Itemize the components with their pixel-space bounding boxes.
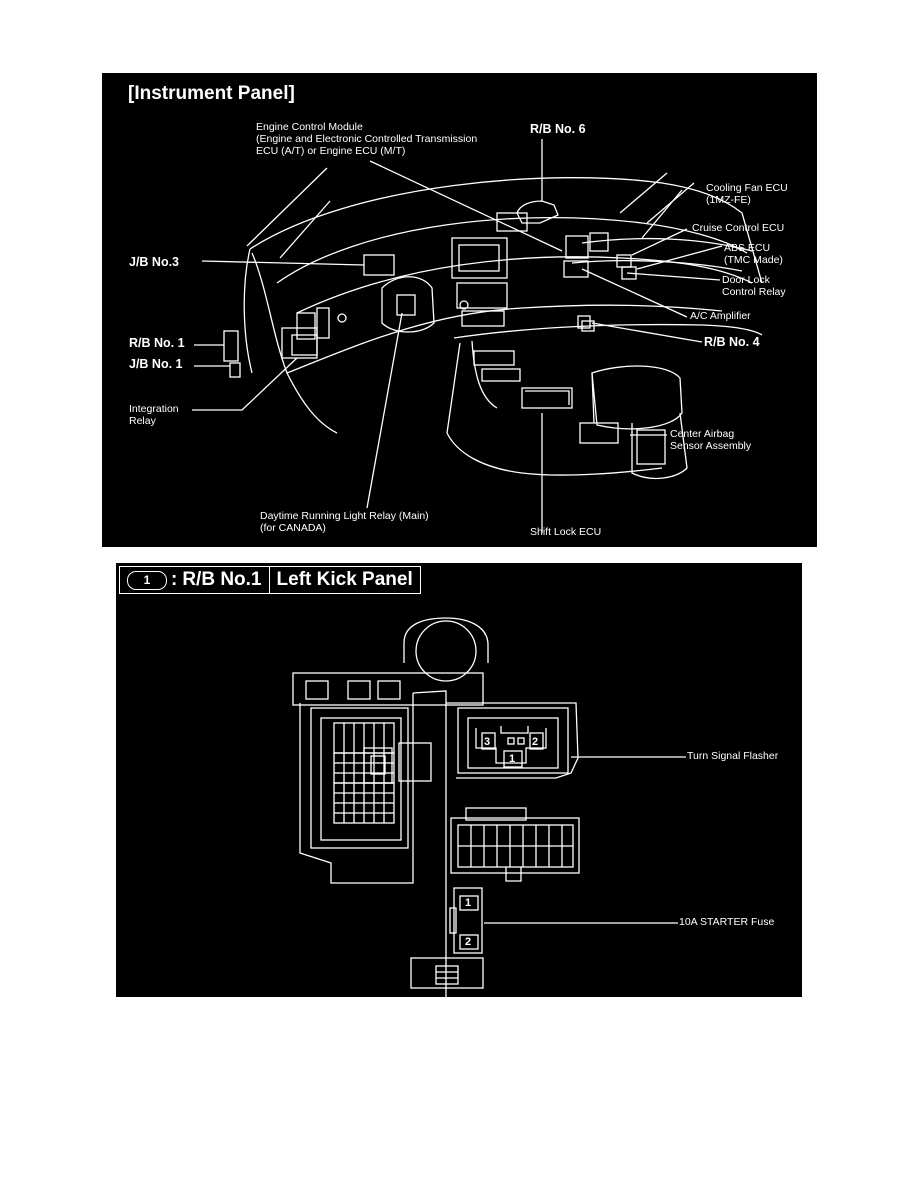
rb-no1-header: 1 : R/B No.1 Left Kick Panel — [119, 566, 421, 594]
header-relay-block-name: R/B No.1 — [182, 569, 262, 590]
label-starter-fuse: 10A STARTER Fuse — [679, 916, 775, 928]
instrument-panel-diagram: [Instrument Panel] Engine Control Module… — [102, 73, 817, 547]
label-jb-no-1: J/B No. 1 — [129, 357, 183, 371]
panel-title: [Instrument Panel] — [128, 83, 295, 104]
header-separator-colon: : — [171, 569, 178, 590]
label-cruise-control-ecu: Cruise Control ECU — [692, 222, 785, 234]
label-door-lock-control-relay: Door Lock Control Relay — [722, 274, 786, 298]
label-rb-no-6: R/B No. 6 — [530, 122, 586, 136]
rb-no1-drawing — [292, 617, 686, 997]
instrument-panel-drawing — [192, 139, 763, 533]
label-engine-control-module: Engine Control Module (Engine and Electr… — [256, 121, 478, 157]
label-daytime-running-light-relay: Daytime Running Light Relay (Main) (for … — [260, 510, 429, 534]
label-jb-no-3: J/B No.3 — [129, 255, 180, 269]
label-turn-signal-flasher: Turn Signal Flasher — [687, 750, 779, 762]
fuse-terminal-1: 1 — [465, 897, 472, 909]
label-ac-amplifier: A/C Amplifier — [690, 310, 751, 322]
label-cooling-fan-ecu: Cooling Fan ECU (1MZ-FE) — [706, 182, 788, 206]
header-location: Left Kick Panel — [268, 567, 420, 593]
label-shift-lock-ecu: Shift Lock ECU — [530, 526, 602, 538]
circled-number-badge: 1 — [127, 570, 167, 590]
flasher-terminal-2: 2 — [532, 736, 539, 748]
label-integration-relay: Integration Relay — [129, 403, 179, 427]
label-center-airbag-sensor: Center Airbag Sensor Assembly — [670, 428, 752, 452]
fuse-terminal-2: 2 — [465, 936, 472, 948]
flasher-terminal-3: 3 — [484, 736, 491, 748]
flasher-terminal-1: 1 — [509, 753, 516, 765]
label-rb-no-4: R/B No. 4 — [704, 335, 760, 349]
label-abs-ecu: ABS ECU (TMC Made) — [724, 242, 783, 266]
label-rb-no-1: R/B No. 1 — [129, 336, 185, 350]
rb-no1-header-id: 1 : R/B No.1 — [120, 567, 269, 593]
rb-no1-diagram: 1 : R/B No.1 Left Kick Panel — [116, 563, 802, 997]
